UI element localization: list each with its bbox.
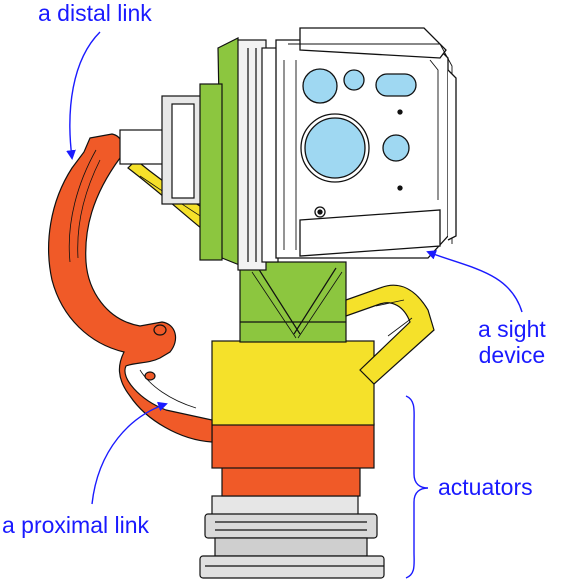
sight-device-label: a sight device (478, 316, 546, 369)
green-mount-plate (199, 37, 279, 271)
annotation-lines (66, 31, 523, 579)
proximal-link-arrow (91, 401, 168, 505)
distal-link-arrow (66, 31, 101, 160)
proximal-link-label: a proximal link (2, 512, 149, 538)
sight-device-label-line2: device (478, 342, 546, 369)
proximal-link-arm (48, 133, 213, 443)
sight-device-arrow (426, 250, 523, 313)
base-mount (199, 495, 385, 579)
green-neck (239, 261, 347, 343)
actuators-label: actuators (438, 474, 533, 500)
sight-device-label-line1: a sight (478, 316, 546, 342)
actuator-stack (211, 340, 375, 497)
distal-link-label: a distal link (38, 0, 152, 26)
actuators-brace (405, 395, 429, 579)
distal-shaft (119, 95, 203, 205)
sight-device (275, 27, 457, 259)
